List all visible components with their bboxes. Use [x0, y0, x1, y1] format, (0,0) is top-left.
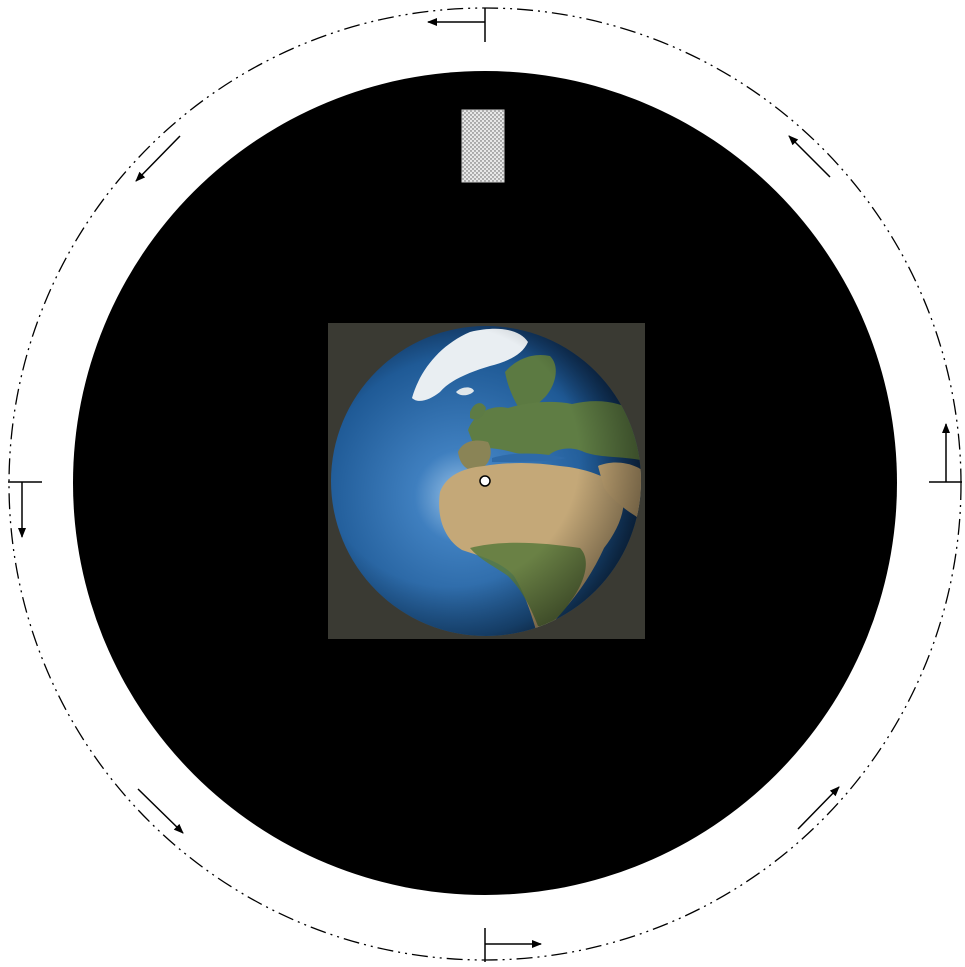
arrow-icon: [8, 482, 42, 537]
arrow-icon: [428, 8, 485, 42]
arrow-icon: [929, 424, 962, 482]
satellite-icon: [462, 110, 504, 182]
arrow-icon: [138, 789, 183, 833]
arrow-icon: [136, 136, 180, 181]
ground-point-icon: [480, 476, 490, 486]
arrow-icon: [789, 136, 830, 177]
arrow-icon: [485, 928, 541, 962]
